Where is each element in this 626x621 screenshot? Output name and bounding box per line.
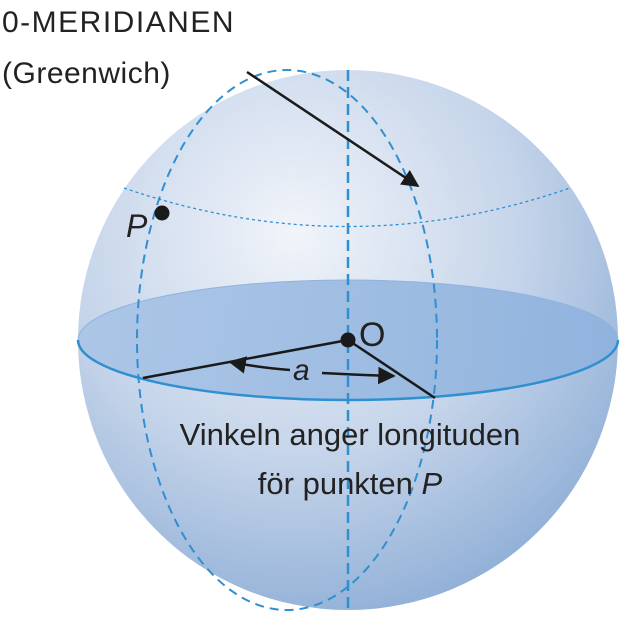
angle-arrow-right [321,366,396,385]
meridian-pointer-arrow [246,70,420,188]
origin-dot [340,332,356,348]
caption-line-1: Vinkeln anger longituden [180,417,521,452]
latitude-circle-dotted [123,187,571,228]
caption-point-p: P [422,466,443,501]
angle-arrow-left [228,356,291,374]
angle-label: a [293,354,310,387]
point-p-dot [154,205,170,221]
caption-line-2-text: för punkten [258,466,422,501]
prime-meridian-dashed [136,69,438,611]
point-p-label: P [126,208,148,244]
caption-line-2: för punkten P [258,466,443,501]
meridian-subtitle: (Greenwich) [2,57,171,90]
meridian-title: 0-MERIDIANEN [2,6,235,39]
origin-label: O [359,316,385,354]
